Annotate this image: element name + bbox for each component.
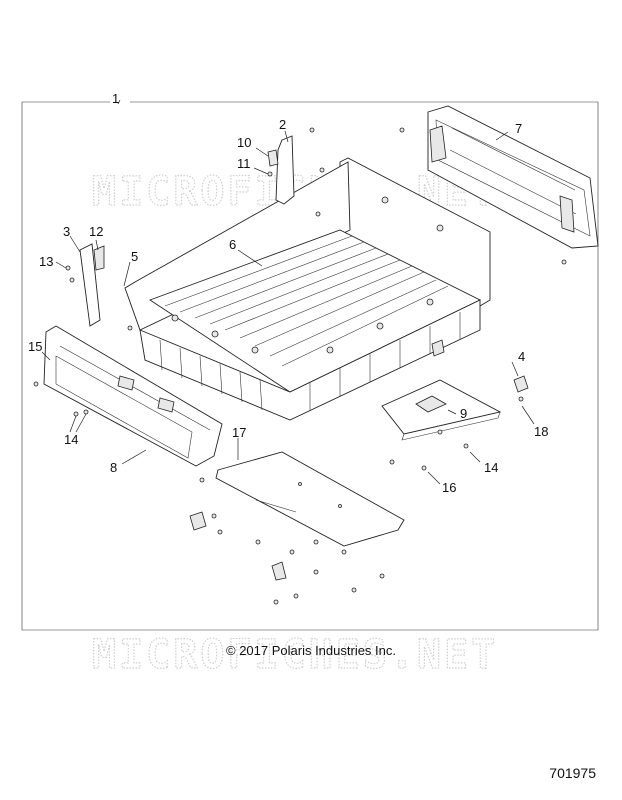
callout-14b: 14	[484, 460, 498, 475]
cargo-box	[124, 157, 491, 421]
skid-plate	[215, 451, 405, 547]
tailgate	[43, 325, 223, 467]
callout-5: 5	[131, 249, 138, 264]
diagram-number: 701975	[549, 765, 596, 781]
callout-6: 6	[229, 237, 236, 252]
callout-15: 15	[28, 339, 42, 354]
callout-4: 4	[518, 349, 525, 364]
rear-panel	[427, 105, 599, 249]
callout-7: 7	[515, 121, 522, 136]
callout-11: 11	[237, 156, 251, 171]
callout-3: 3	[63, 224, 70, 239]
upright-bracket-right	[267, 135, 295, 205]
callout-16: 16	[442, 480, 456, 495]
assembly-outline	[21, 101, 599, 631]
leader-lines	[41, 99, 535, 485]
callout-9: 9	[460, 406, 467, 421]
callout-12: 12	[89, 224, 103, 239]
callout-17: 17	[232, 425, 246, 440]
fasteners	[33, 127, 567, 605]
watermark-bottom: MICROFICHES.NET	[92, 632, 498, 678]
callout-18: 18	[534, 424, 548, 439]
callout-1: 1	[112, 91, 119, 106]
callout-13: 13	[39, 254, 53, 269]
upright-bracket-left	[65, 243, 105, 327]
copyright-notice: © 2017 Polaris Industries Inc.	[226, 643, 396, 658]
callout-14a: 14	[64, 432, 78, 447]
bumper-stop	[431, 339, 529, 402]
callout-8: 8	[110, 460, 117, 475]
callouts: 1 2 3 4 5 6 7 8 9 10 11 12 13 14 14 15 1…	[28, 91, 548, 495]
callout-2: 2	[279, 117, 286, 132]
callout-10: 10	[237, 135, 251, 150]
floor-panel	[381, 379, 502, 441]
